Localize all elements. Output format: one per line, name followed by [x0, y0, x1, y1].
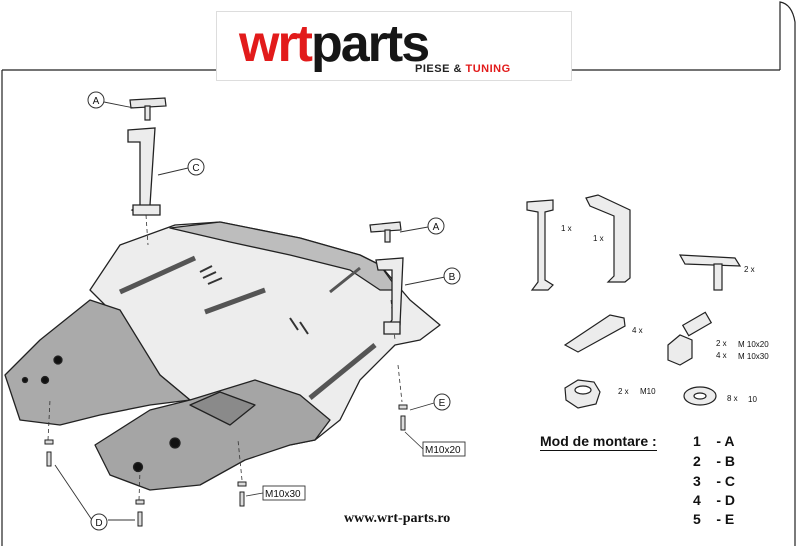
- logo-tagline-a: PIESE &: [415, 63, 462, 75]
- callout-circles: [87, 91, 461, 531]
- clip-a-right: [369, 221, 402, 243]
- legend-row: 1 - A: [693, 433, 735, 449]
- bolt-label-boxes: [262, 441, 466, 501]
- bracket1-qty: 1 x: [561, 224, 572, 233]
- bolt-qty-b: 4 x: [716, 351, 727, 360]
- legend-num: 5: [693, 511, 701, 527]
- legend-letter: - D: [716, 492, 736, 508]
- bolt-size-b: M 10x30: [738, 352, 769, 361]
- logo-tagline: PIESE & TUNING: [415, 63, 511, 75]
- strip-qty: 4 x: [632, 326, 643, 335]
- m10x20-label: M10x20: [425, 445, 461, 456]
- callout-a-top-label: A: [93, 96, 100, 107]
- bracket2-qty: 1 x: [593, 234, 604, 243]
- clip-qty: 2 x: [744, 265, 755, 274]
- bracket-b: [375, 257, 404, 335]
- callout-e-label: E: [439, 398, 446, 409]
- legend-row: 2 - B: [693, 453, 735, 469]
- legend-row: 4 - D: [693, 492, 735, 508]
- callout-b-label: B: [449, 272, 456, 283]
- legend-letter: - E: [716, 511, 735, 527]
- legend-num: 2: [693, 453, 701, 469]
- wrtparts-logo: wrtparts PIESE & TUNING: [216, 11, 572, 81]
- legend-num: 1: [693, 433, 701, 449]
- callout-d-label: D: [95, 518, 102, 529]
- kit-bracket-1: [526, 199, 554, 291]
- legend-num: 3: [693, 473, 701, 489]
- logo-wrt: wrt: [239, 15, 313, 73]
- logo-parts: parts: [311, 15, 430, 73]
- callout-a-right-label: A: [433, 222, 440, 233]
- logo-tagline-b: TUNING: [465, 63, 511, 75]
- washer-size: 10: [748, 395, 757, 404]
- mounting-legend-title: Mod de montare :: [540, 433, 657, 451]
- bolt-size-a: M 10x20: [738, 340, 769, 349]
- nut-qty: 2 x: [618, 387, 629, 396]
- callout-c-label: C: [192, 163, 199, 174]
- washer-qty: 8 x: [727, 394, 738, 403]
- kit-strip: [563, 314, 626, 353]
- kit-clip: [678, 254, 742, 267]
- clip-a-top: [129, 97, 167, 121]
- nut-size: M10: [640, 387, 656, 396]
- callout-leaders: [54, 101, 446, 521]
- logo-wordmark: wrtparts: [239, 14, 430, 74]
- legend-num: 4: [693, 492, 701, 508]
- kit-bracket-2: [585, 194, 631, 283]
- bolt-qty-a: 2 x: [716, 339, 727, 348]
- legend-letter: - A: [716, 433, 735, 449]
- m10x30-label: M10x30: [265, 489, 301, 500]
- legend-row: 3 - C: [693, 473, 735, 489]
- bracket-c: [127, 127, 161, 216]
- website-url: www.wrt-parts.ro: [344, 511, 451, 526]
- legend-letter: - C: [716, 473, 736, 489]
- alignment-lines: [47, 214, 403, 501]
- skid-plate: [4, 221, 441, 491]
- legend-row: 5 - E: [693, 511, 734, 527]
- kit-bolt: [667, 334, 693, 366]
- bolts-on-plate: [44, 404, 408, 527]
- legend-letter: - B: [716, 453, 736, 469]
- parts-kit: [526, 194, 742, 409]
